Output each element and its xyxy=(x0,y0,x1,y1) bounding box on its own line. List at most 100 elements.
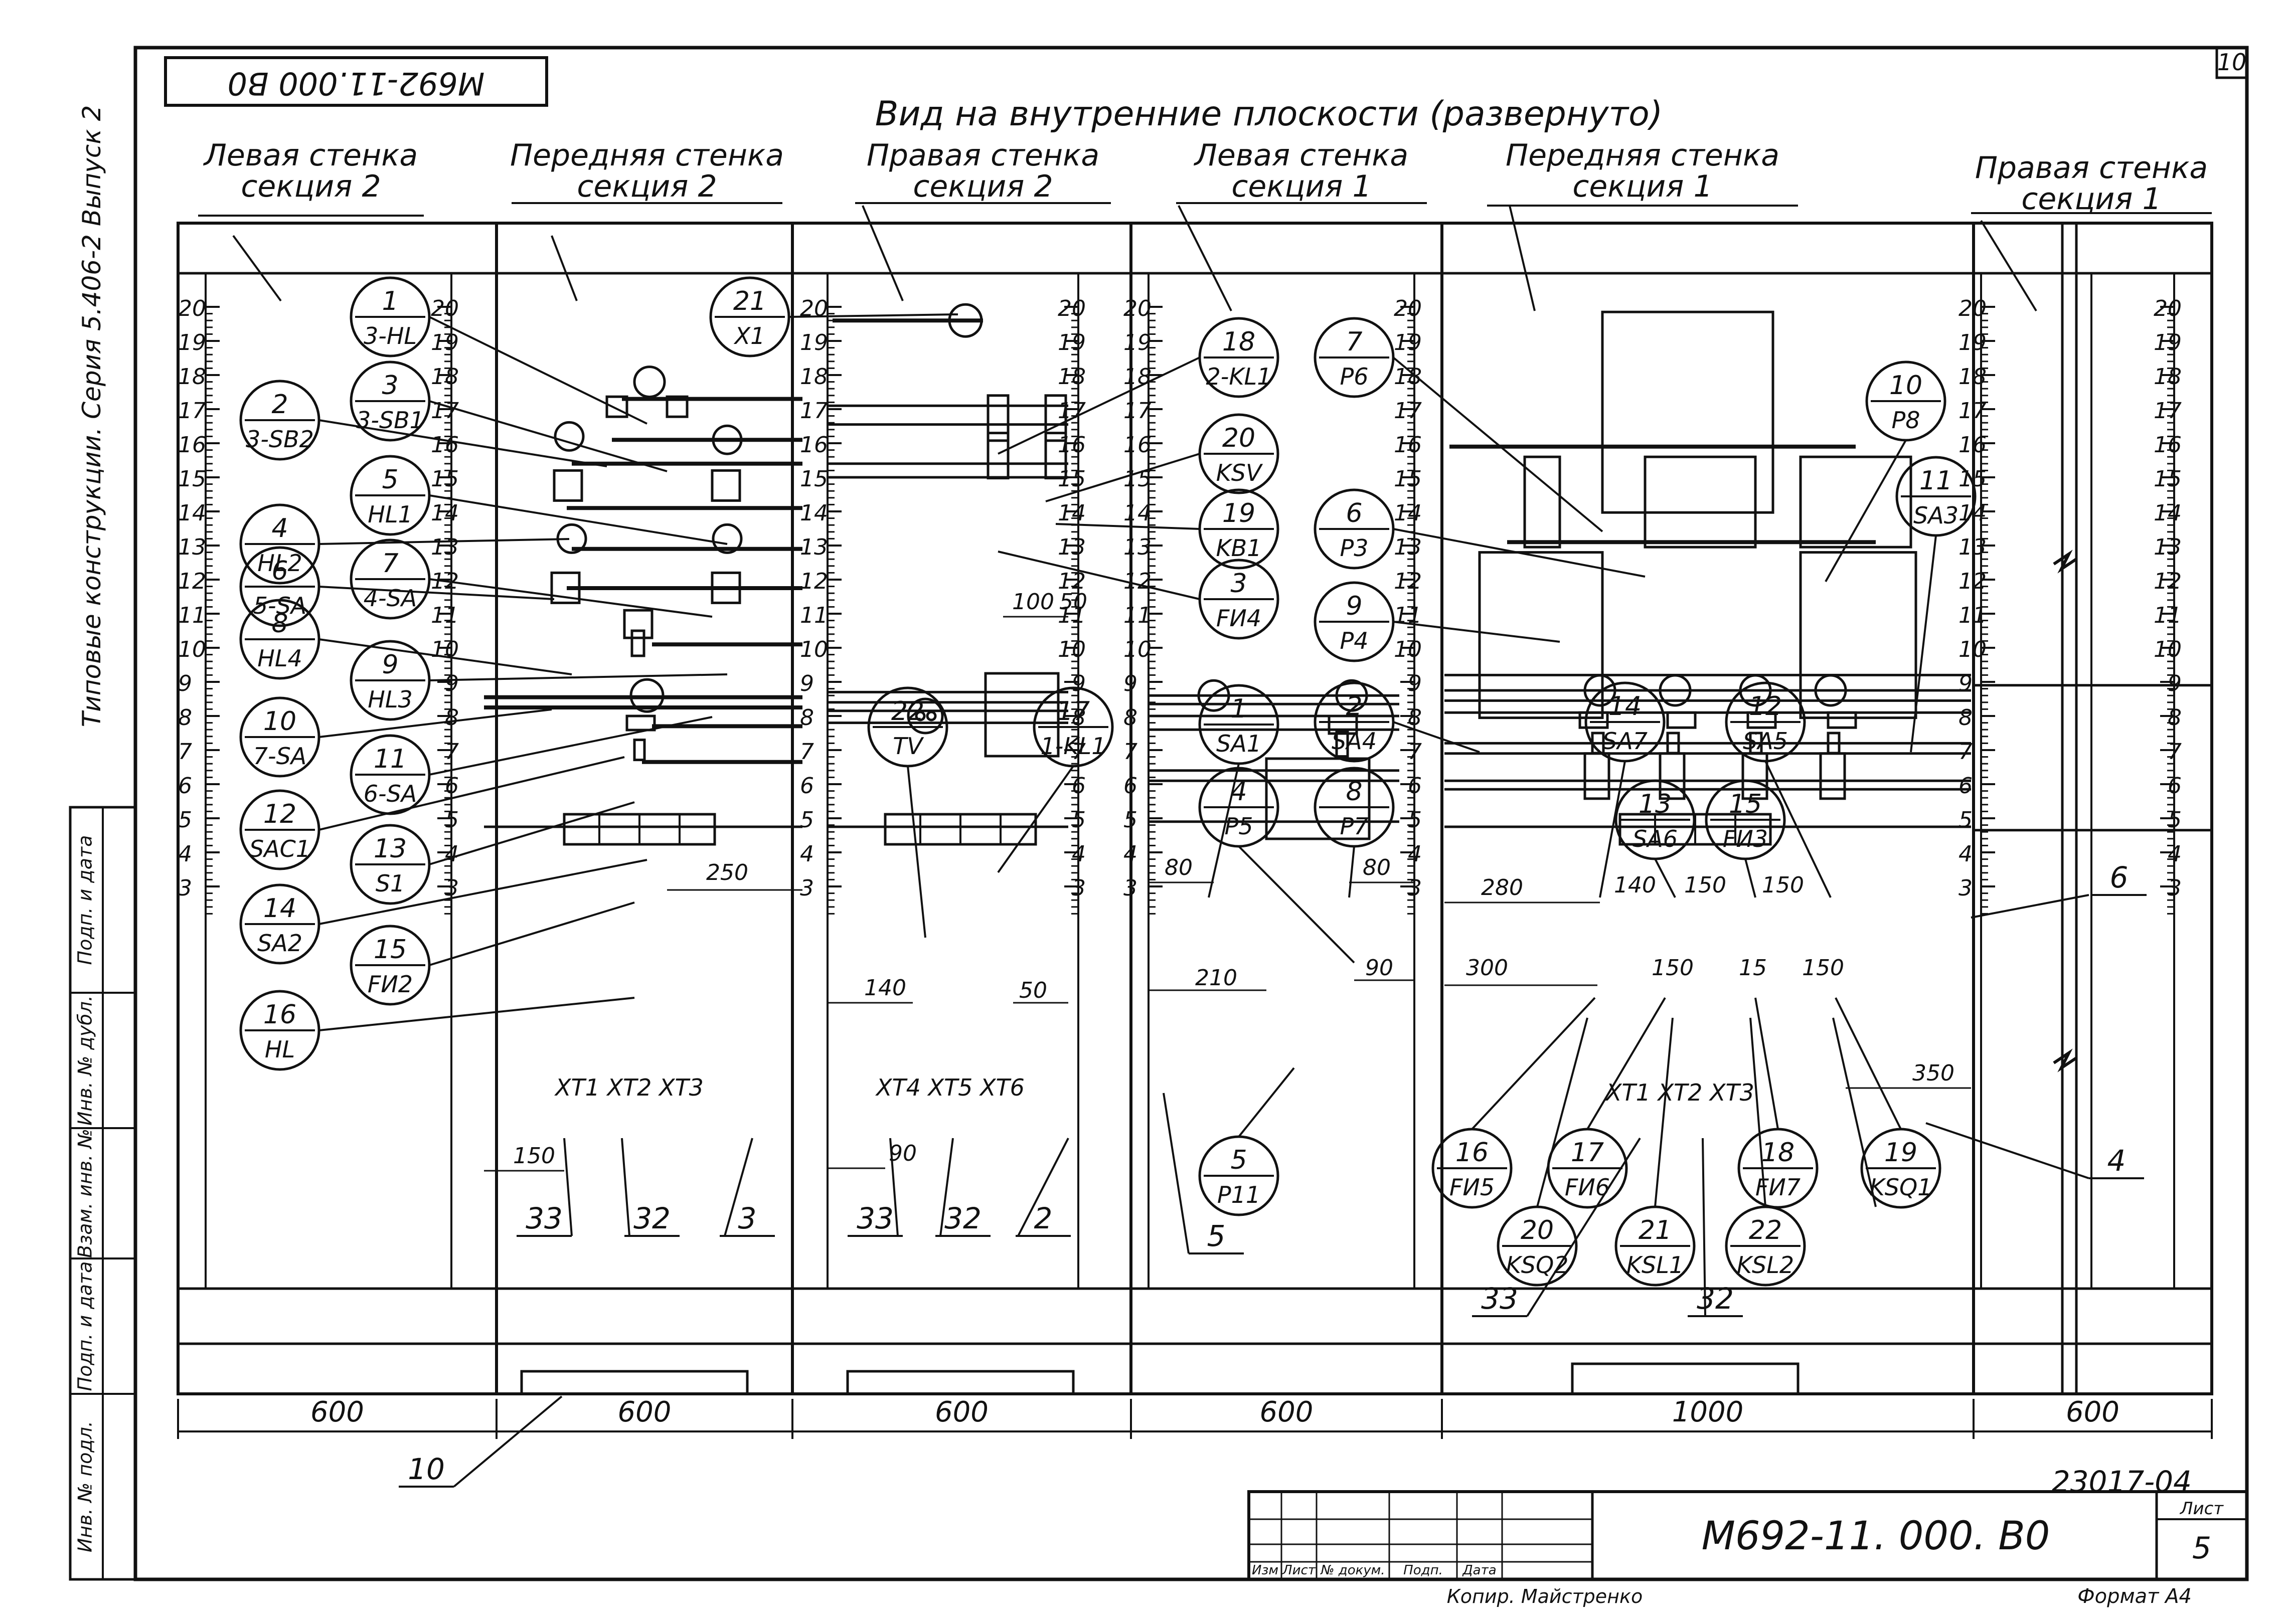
scale-label-13: 13 xyxy=(178,534,206,560)
tag-number: 12 xyxy=(263,799,296,829)
tag-code: FИ5 xyxy=(1449,1174,1495,1201)
tag-code: HL4 xyxy=(257,645,302,672)
tag-number: 18 xyxy=(1761,1138,1794,1168)
dim-90: 90 xyxy=(1365,955,1393,981)
section-1-title: Левая стенка xyxy=(203,138,418,173)
device-lamp xyxy=(1659,674,1692,707)
side-table-cell-2: Инв. № дубл. xyxy=(74,995,96,1126)
scale-label-16: 16 xyxy=(800,432,828,458)
device-box xyxy=(1335,730,1349,758)
scale-label-18: 18 xyxy=(1123,364,1152,390)
tag-number: 21 xyxy=(1639,1215,1672,1245)
scale-label-18: 18 xyxy=(178,364,206,390)
callout-32: 32 xyxy=(1697,1282,1734,1316)
section-4-subtitle: секция 1 xyxy=(1231,169,1371,204)
tag-number: 14 xyxy=(263,893,296,924)
tag-code: P7 xyxy=(1340,813,1368,840)
tag-circle xyxy=(1314,317,1395,398)
tag-code: P6 xyxy=(1340,363,1368,390)
tag-code: SA5 xyxy=(1743,728,1788,755)
tag-circle xyxy=(350,734,431,815)
tag-number: 15 xyxy=(374,935,407,965)
scale-label-3: 3 xyxy=(1959,875,1973,901)
tag-number: 10 xyxy=(263,706,296,737)
spine-text: Типовые конструкции. Серия 5.406-2 Выпус… xyxy=(77,105,106,728)
dim-140: 140 xyxy=(864,975,906,1001)
tag-circle xyxy=(1547,1128,1628,1209)
tag-circle xyxy=(350,538,431,620)
side-table-cell-5: Инв. № подл. xyxy=(74,1421,96,1552)
tag-circle xyxy=(239,546,320,627)
tag-code: HL1 xyxy=(368,501,412,528)
device-transformer xyxy=(984,672,1060,758)
tag-p7: 8P7 xyxy=(1314,767,1395,848)
scale-label-13: 13 xyxy=(1394,534,1422,560)
tag-code: SA3 xyxy=(1913,502,1959,529)
scale-label-15: 15 xyxy=(1959,466,1987,492)
tag-number: 6 xyxy=(1346,498,1362,528)
scale-label-15: 15 xyxy=(2154,466,2182,492)
scale-label-18: 18 xyxy=(1058,364,1086,390)
tag-number: 7 xyxy=(382,549,398,579)
scale-label-11: 11 xyxy=(1123,603,1152,628)
device-box xyxy=(987,394,1010,442)
device-box xyxy=(1659,752,1686,800)
tag-circle xyxy=(239,380,320,461)
side-table-cell-1: Подп. и дата xyxy=(74,835,96,965)
dim-250: 250 xyxy=(706,860,748,885)
device-lamp xyxy=(712,424,743,455)
callout-33: 33 xyxy=(1481,1282,1518,1316)
tag-7-sa: 10 7-SA xyxy=(239,696,320,778)
tag-code: KSQ1 xyxy=(1870,1174,1932,1201)
stamp-col-2: Лист xyxy=(1282,1563,1316,1578)
device-box xyxy=(1799,551,1917,719)
scale-label-11: 11 xyxy=(1959,603,1987,628)
device-lamp xyxy=(1583,674,1616,707)
scale-label-20: 20 xyxy=(1058,296,1086,321)
device-box xyxy=(1328,714,1358,735)
tag-code: HL3 xyxy=(368,686,412,713)
scale-label-20: 20 xyxy=(178,296,206,321)
dim-100: 100 xyxy=(1012,589,1054,615)
scale-label-12: 12 xyxy=(2154,569,2182,594)
scale-label-11: 11 xyxy=(800,603,828,628)
scale-label-20: 20 xyxy=(1394,296,1422,321)
scale-label-17: 17 xyxy=(178,398,206,424)
tag-code: 7-SA xyxy=(253,743,307,770)
scale-label-15: 15 xyxy=(1394,466,1422,492)
tag-code: P8 xyxy=(1891,407,1920,434)
tag-circle xyxy=(1614,1205,1696,1287)
section-2-subtitle: секция 2 xyxy=(577,169,717,204)
callout-10: 10 xyxy=(408,1452,445,1486)
callout-2: 2 xyxy=(1034,1201,1053,1235)
scale-label-10: 10 xyxy=(1123,637,1152,662)
tag-circle xyxy=(1314,488,1395,570)
tag-circle xyxy=(1198,488,1279,570)
stamp-sheet-number: 5 xyxy=(2192,1531,2211,1566)
section-3-title: Правая стенка xyxy=(867,138,1099,173)
tag-circle xyxy=(1725,1205,1806,1287)
section-6-title: Правая стенка xyxy=(1975,150,2208,186)
scale-label-10: 10 xyxy=(2154,637,2182,662)
tag-circle xyxy=(1198,767,1279,848)
dim-90: 90 xyxy=(889,1141,917,1166)
scale-label-20: 20 xyxy=(431,296,459,321)
tag-number: 20 xyxy=(1521,1215,1554,1245)
scale-label-5: 5 xyxy=(800,807,814,833)
scale-label-11: 11 xyxy=(431,603,459,628)
dim-80: 80 xyxy=(1363,855,1391,880)
device-lamp xyxy=(554,421,585,452)
tag-code: FИ3 xyxy=(1723,825,1768,852)
stamp-col-5: Дата xyxy=(1462,1563,1496,1578)
callout-32: 32 xyxy=(633,1201,671,1235)
tag-number: 13 xyxy=(374,834,407,864)
